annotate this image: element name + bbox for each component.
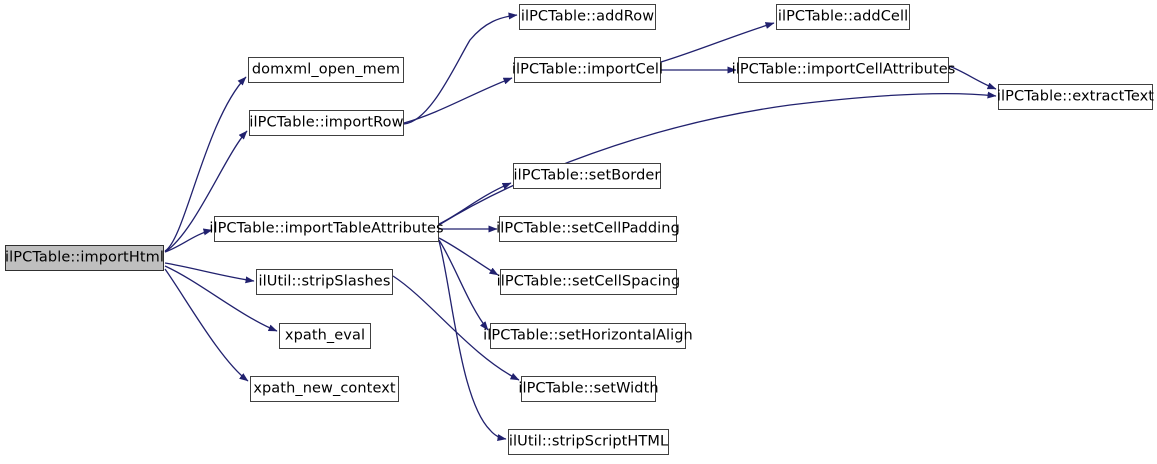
graph-node-label: ilUtil::stripSlashes <box>258 273 391 290</box>
graph-edge-importRow-to-addRow <box>403 12 518 125</box>
graph-node-importRow[interactable]: ilPCTable::importRow <box>249 110 404 136</box>
graph-node-setWidth[interactable]: ilPCTable::setWidth <box>518 376 659 402</box>
graph-edge-importTableAttributes-to-extractText <box>438 91 997 226</box>
graph-node-importCell[interactable]: ilPCTable::importCell <box>512 57 663 83</box>
graph-node-extractText[interactable]: ilPCTable::extractText <box>997 84 1154 110</box>
graph-node-label: xpath_eval <box>284 327 366 344</box>
graph-node-label: ilPCTable::setHorizontalAlign <box>483 327 693 344</box>
graph-node-setCellSpacing[interactable]: ilPCTable::setCellSpacing <box>497 269 680 295</box>
graph-node-label: ilPCTable::setBorder <box>513 167 661 184</box>
graph-node-domxml_open_mem[interactable]: domxml_open_mem <box>248 57 404 83</box>
graph-node-label: ilPCTable::importCell <box>511 61 664 78</box>
graph-node-label: ilPCTable::setCellPadding <box>496 220 680 237</box>
graph-edge-importTableAttributes-to-setCellSpacing <box>438 237 499 276</box>
graph-node-label: ilPCTable::addCell <box>777 8 909 25</box>
graph-node-label: ilUtil::stripScriptHTML <box>508 433 669 450</box>
graph-node-label: xpath_new_context <box>253 380 396 397</box>
graph-node-addRow[interactable]: ilPCTable::addRow <box>519 4 656 30</box>
graph-node-importCellAttributes[interactable]: ilPCTable::importCellAttributes <box>732 57 955 83</box>
graph-node-setHorizontalAlign[interactable]: ilPCTable::setHorizontalAlign <box>483 323 693 349</box>
graph-node-label: domxml_open_mem <box>251 61 401 78</box>
graph-node-label: ilPCTable::importRow <box>249 114 404 131</box>
graph-node-xpath_eval[interactable]: xpath_eval <box>279 323 371 349</box>
graph-node-setBorder[interactable]: ilPCTable::setBorder <box>513 163 661 189</box>
graph-node-addCell[interactable]: ilPCTable::addCell <box>776 4 910 30</box>
graph-node-label: ilPCTable::importCellAttributes <box>731 61 956 78</box>
graph-node-importHtml[interactable]: ilPCTable::importHtml <box>5 245 164 271</box>
graph-node-xpath_new_context[interactable]: xpath_new_context <box>250 376 399 402</box>
graph-node-setCellPadding[interactable]: ilPCTable::setCellPadding <box>496 216 680 242</box>
graph-node-label: ilPCTable::importTableAttributes <box>209 220 444 237</box>
graph-node-label: ilPCTable::importHtml <box>5 249 164 266</box>
graph-node-label: ilPCTable::setCellSpacing <box>496 273 681 290</box>
graph-node-label: ilPCTable::extractText <box>996 88 1155 105</box>
graph-edge-importHtml-to-xpath_new_context <box>164 268 249 382</box>
graph-node-stripScriptHTML[interactable]: ilUtil::stripScriptHTML <box>508 429 669 455</box>
graph-node-label: ilPCTable::setWidth <box>518 380 659 397</box>
graph-edge-importRow-to-importCell <box>403 77 513 124</box>
graph-node-importTableAttributes[interactable]: ilPCTable::importTableAttributes <box>209 216 444 242</box>
graph-edge-importHtml-to-stripSlashes <box>164 262 255 284</box>
graph-node-stripSlashes[interactable]: ilUtil::stripSlashes <box>256 269 393 295</box>
graph-node-label: ilPCTable::addRow <box>520 8 655 25</box>
graph-edge-importTableAttributes-to-setHorizontalAlign <box>438 239 489 331</box>
